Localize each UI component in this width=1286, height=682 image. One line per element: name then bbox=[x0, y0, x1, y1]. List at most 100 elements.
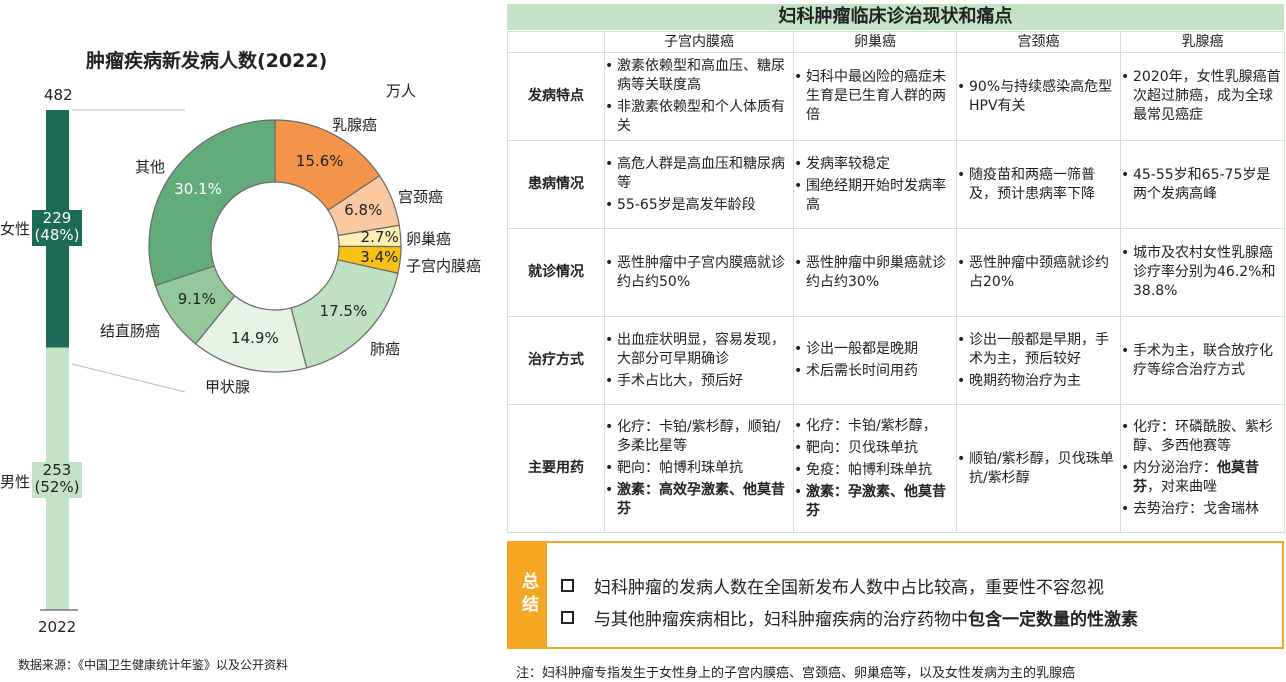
bullet-item: 顺铂/紫杉醇，贝伐珠单抗/紫杉醇 bbox=[957, 450, 1120, 488]
col-header: 宫颈癌 bbox=[956, 31, 1121, 53]
pie-pct-label: 3.4% bbox=[360, 247, 399, 266]
bullet-text: 内分泌治疗： bbox=[1133, 460, 1217, 476]
bullet-item: 45-55岁和65-75岁是两个发病高峰 bbox=[1121, 166, 1284, 204]
bar-year-label: 2022 bbox=[38, 618, 77, 636]
table-cell: 高危人群是高血压和糖尿病等 55-65岁是高发年龄段 bbox=[604, 140, 794, 229]
connector-line-bottom bbox=[71, 363, 186, 393]
bullet-text: 化疗：卡铂/紫杉醇，顺铂/多柔比星等 bbox=[617, 419, 781, 454]
pie-pct-label: 17.5% bbox=[319, 301, 368, 320]
pie-pct-label: 6.8% bbox=[344, 200, 383, 219]
table-row: 患病情况高危人群是高血压和糖尿病等55-65岁是高发年龄段发病率较稳定围绝经期开… bbox=[507, 140, 1285, 229]
bullet-text: 恶性肿瘤中颈癌就诊约占20% bbox=[969, 254, 1109, 290]
bullet-item: 激素：孕激素、他莫昔芬 bbox=[794, 483, 956, 521]
corner-cell bbox=[507, 31, 605, 53]
bar-total-value: 482 bbox=[44, 86, 73, 104]
table-cell: 化疗：卡铂/紫杉醇， 靶向：贝伐珠单抗免疫：帕博利珠单抗激素：孕激素、他莫昔芬 bbox=[793, 404, 957, 533]
bullet-item: 城市及农村女性乳腺癌诊疗率分别为46.2%和38.8% bbox=[1121, 244, 1284, 301]
summary-tag: 总结 bbox=[509, 543, 547, 647]
male-bar-label: 253 (52%) bbox=[32, 462, 82, 498]
bullet-item: 非激素依赖型和个人体质有关 bbox=[605, 98, 793, 136]
bullet-item: 随疫苗和两癌一筛普及，预计患病率下降 bbox=[957, 166, 1120, 204]
bullet-item: 靶向：帕博利珠单抗 bbox=[605, 459, 793, 478]
unit-label: 万人 bbox=[386, 82, 417, 100]
bullet-item: 高危人群是高血压和糖尿病等 bbox=[605, 155, 793, 193]
bullet-after-text: ，对来曲唑 bbox=[1147, 479, 1217, 495]
bullet-text: 化疗：环磷酰胺、紫杉醇、多西他赛等 bbox=[1133, 419, 1273, 454]
bullet-text: 发病率较稳定 bbox=[806, 155, 890, 172]
bullet-text: 去势治疗：戈舍瑞林 bbox=[1133, 501, 1259, 517]
table-cell: 恶性肿瘤中卵巢癌就诊约占约30% bbox=[793, 228, 957, 317]
bullet-item: 2020年，女性乳腺癌首次超过肺癌，成为全球最常见癌症 bbox=[1121, 68, 1284, 125]
bullet-item: 90%与持续感染高危型HPV有关 bbox=[957, 78, 1120, 116]
pie-pct-label: 15.6% bbox=[295, 152, 344, 171]
female-bar-label: 229 (48%) bbox=[32, 210, 82, 246]
table-cell: 恶性肿瘤中颈癌就诊约占20% bbox=[956, 228, 1121, 317]
summary-line-2-text: 与其他肿瘤疾病相比，妇科肿瘤疾病的治疗药物中 bbox=[594, 610, 968, 630]
summary-tag-text: 总结 bbox=[518, 572, 538, 618]
bullet-text: 诊出一般都是早期，手术为主，预后较好 bbox=[969, 331, 1109, 367]
bullet-text: 高危人群是高血压和糖尿病等 bbox=[617, 155, 785, 191]
bullet-item: 55-65岁是高发年龄段 bbox=[605, 196, 793, 215]
summary-line-2-bold: 包含一定数量的性激素 bbox=[968, 610, 1138, 630]
bullet-item: 妇科中最凶险的癌症未生育是已生育人群的两倍 bbox=[794, 68, 956, 125]
bullet-item: 发病率较稳定 bbox=[794, 155, 956, 174]
bullet-text: 围绝经期开始时发病率高 bbox=[806, 177, 946, 213]
male-axis-label: 男性 bbox=[0, 473, 31, 491]
bullet-item: 恶性肿瘤中子宫内膜癌就诊约占约50% bbox=[605, 254, 793, 292]
bullet-text: 90%与持续感染高危型HPV有关 bbox=[969, 78, 1113, 114]
row-header: 主要用药 bbox=[507, 404, 605, 533]
bullet-text: 术后需长时间用药 bbox=[806, 363, 918, 379]
bullet-text: 免疫：帕博利珠单抗 bbox=[806, 461, 932, 478]
table-cell: 城市及农村女性乳腺癌诊疗率分别为46.2%和38.8% bbox=[1120, 228, 1285, 317]
table-cell: 恶性肿瘤中子宫内膜癌就诊约占约50% bbox=[604, 228, 794, 317]
bullet-item: 化疗：卡铂/紫杉醇，顺铂/多柔比星等 bbox=[605, 418, 793, 456]
bullet-item: 诊出一般都是早期，手术为主，预后较好 bbox=[957, 331, 1120, 369]
male-pct: (52%) bbox=[34, 478, 80, 496]
summary-line-2: 与其他肿瘤疾病相比，妇科肿瘤疾病的治疗药物中包含一定数量的性激素 bbox=[561, 605, 1138, 630]
table-header-row: 子宫内膜癌 卵巢癌 宫颈癌 乳腺癌 bbox=[507, 31, 1285, 53]
pie-slice bbox=[148, 119, 276, 287]
left-chart-panel: 肿瘤疾病新发病人数(2022) 万人 482 女性 男性 229 (48%) 2… bbox=[0, 0, 500, 682]
female-pct: (48%) bbox=[34, 226, 80, 244]
bullet-item: 手术占比大，预后好 bbox=[605, 372, 793, 391]
bullet-text: 55-65岁是高发年龄段 bbox=[617, 196, 756, 213]
table-cell: 诊出一般都是早期，手术为主，预后较好晚期药物治疗为主 bbox=[956, 316, 1121, 405]
bullet-item: 围绝经期开始时发病率高 bbox=[794, 177, 956, 215]
table-cell: 化疗：环磷酰胺、紫杉醇、多西他赛等内分泌治疗：他莫昔芬，对来曲唑去势治疗：戈舍瑞… bbox=[1120, 404, 1285, 533]
table-cell: 诊出一般都是晚期术后需长时间用药 bbox=[793, 316, 957, 405]
bullet-text: 激素依赖型和高血压、糖尿病等关联度高 bbox=[617, 58, 785, 93]
bullet-item: 化疗：环磷酰胺、紫杉醇、多西他赛等 bbox=[1121, 418, 1284, 456]
pie-category-label: 其他 bbox=[135, 158, 166, 176]
col-header: 子宫内膜癌 bbox=[604, 31, 794, 53]
table-cell: 顺铂/紫杉醇，贝伐珠单抗/紫杉醇 bbox=[956, 404, 1121, 533]
bullet-item: 恶性肿瘤中卵巢癌就诊约占约30% bbox=[794, 254, 956, 292]
summary-line-1: 妇科肿瘤的发病人数在全国新发布人数中占比较高，重要性不容忽视 bbox=[561, 573, 1104, 598]
bullet-text: 诊出一般都是晚期 bbox=[806, 341, 918, 357]
bullet-item: 晚期药物治疗为主 bbox=[957, 372, 1120, 391]
bullet-text: 靶向：贝伐珠单抗 bbox=[806, 439, 918, 456]
bullet-text: 恶性肿瘤中卵巢癌就诊约占约30% bbox=[806, 254, 946, 290]
clinical-table: 子宫内膜癌 卵巢癌 宫颈癌 乳腺癌 发病特点激素依赖型和高血压、糖尿病等关联度高… bbox=[507, 31, 1285, 533]
bullet-text: 妇科中最凶险的癌症未生育是已生育人群的两倍 bbox=[806, 69, 946, 123]
col-header: 乳腺癌 bbox=[1120, 31, 1285, 53]
pie-category-label: 子宫内膜癌 bbox=[406, 257, 482, 275]
pie-category-label: 肺癌 bbox=[370, 340, 401, 358]
table-cell: 2020年，女性乳腺癌首次超过肺癌，成为全球最常见癌症 bbox=[1120, 52, 1285, 141]
bullet-text: 恶性肿瘤中子宫内膜癌就诊约占约50% bbox=[617, 254, 785, 290]
bullet-item: 靶向：贝伐珠单抗 bbox=[794, 439, 956, 458]
chart-title: 肿瘤疾病新发病人数(2022) bbox=[86, 50, 328, 72]
table-cell: 手术为主，联合放疗化疗等综合治疗方式 bbox=[1120, 316, 1285, 405]
bullet-text: 靶向：帕博利珠单抗 bbox=[617, 460, 743, 476]
pie-category-label: 卵巢癌 bbox=[406, 230, 452, 248]
bullet-item: 免疫：帕博利珠单抗 bbox=[794, 461, 956, 480]
checkbox-square-icon bbox=[561, 579, 574, 592]
bullet-item: 激素依赖型和高血压、糖尿病等关联度高 bbox=[605, 57, 793, 95]
bullet-text: 化疗：卡铂/紫杉醇， bbox=[806, 417, 937, 434]
table-cell: 随疫苗和两癌一筛普及，预计患病率下降 bbox=[956, 140, 1121, 229]
row-header: 就诊情况 bbox=[507, 228, 605, 317]
bullet-item: 术后需长时间用药 bbox=[794, 362, 956, 381]
bullet-text: 顺铂/紫杉醇，贝伐珠单抗/紫杉醇 bbox=[969, 450, 1114, 486]
bullet-text: 手术为主，联合放疗化疗等综合治疗方式 bbox=[1133, 342, 1273, 378]
bullet-item: 诊出一般都是晚期 bbox=[794, 340, 956, 359]
pie-category-label: 乳腺癌 bbox=[332, 116, 378, 134]
